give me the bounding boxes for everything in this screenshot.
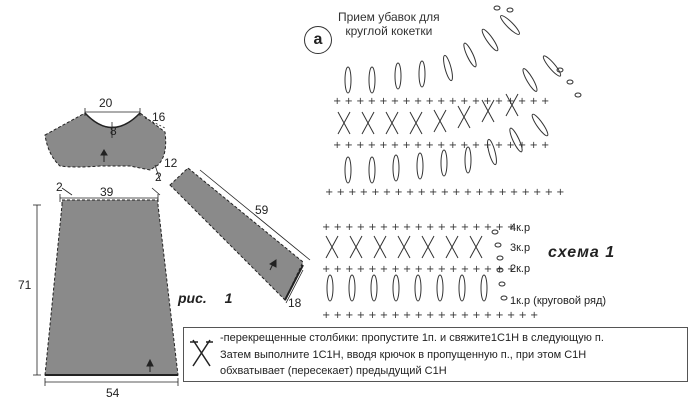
scheme-a-chart: + + + + + + + + + + + + + + + + + + + + … <box>325 5 582 198</box>
direction-arrows <box>100 149 277 372</box>
legend-line-2: Затем выполните 1С1Н, вводя крючок в про… <box>220 349 587 361</box>
svg-text:+ + + + + + + + + + + + + + +: + + + + + + + + + + + + + + + + + + + <box>333 140 549 151</box>
scheme-1-chain-edge <box>491 229 508 301</box>
svg-text:+ + + + + + + + + + + + + + +: + + + + + + + + + + + + + + + + + + + + … <box>325 187 565 198</box>
neck-width-value: 20 <box>99 96 113 110</box>
scheme-a-badge: a <box>304 26 332 54</box>
oval-row-top <box>344 15 562 94</box>
sleeve-length-value: 59 <box>255 203 269 217</box>
svg-text:+ + + + + + + + + + + + + + +: + + + + + + + + + + + + + + + + + <box>322 264 515 275</box>
figure-caption-number: 1 <box>224 290 233 306</box>
yoke-shape <box>44 112 167 171</box>
svg-text:+ + + + + + + + + + + + + + +: + + + + + + + + + + + + + + + + + + + <box>322 310 538 321</box>
scheme-a-title-line1: Прием убавок для <box>338 10 440 24</box>
hem-width-value: 54 <box>106 386 120 400</box>
scheme-1-chart: + + + + + + + + + + + + + + + + + + + + … <box>322 222 538 321</box>
legend-line-3: обхватывает (пересекает) предыдущий С1Н <box>220 365 447 377</box>
row-label-4: 4к.р <box>510 222 531 234</box>
chest-width-value: 39 <box>100 185 114 199</box>
shoulder-value: 12 <box>164 156 178 170</box>
sleeve-cuff-line <box>284 264 304 301</box>
svg-text:+ + + + + + + + + + + + + + +: + + + + + + + + + + + + + + + + + <box>322 222 515 233</box>
plus-row-1: + + + + + + + + + + + + + + + + + + + + … <box>325 96 565 198</box>
neck-depth-value: 8 <box>110 124 117 138</box>
body-shape <box>44 199 179 376</box>
sleeve-shape <box>169 167 304 301</box>
legend-line-1: -перекрещенные столбики: пропустите 1п. … <box>220 332 604 344</box>
scheme-1-ovals <box>326 274 488 302</box>
figure-caption: рис. 1 <box>178 290 232 306</box>
scheme-a-title: Прием убавок для круглой кокетки <box>338 10 440 38</box>
figure-caption-prefix: рис. <box>178 290 207 306</box>
sleeve-width-value: 18 <box>288 296 302 310</box>
legend-box: -перекрещенные столбики: пропустите 1п. … <box>183 327 688 382</box>
row-label-2: 2к.р <box>510 263 531 275</box>
svg-text:+ + + + + + + + + + + + + + +: + + + + + + + + + + + + + + + + + + + <box>333 96 549 107</box>
scheme-a-title-line2: круглой кокетки <box>345 24 433 38</box>
row-label-3: 3к.р <box>510 242 531 254</box>
cross-row <box>337 93 519 135</box>
row-label-1: 1к.р (круговой ряд) <box>510 295 607 307</box>
armhole-left-value: 2 <box>56 180 63 194</box>
yoke-depth-value: 16 <box>152 110 166 124</box>
armhole-right-value: 2 <box>155 170 162 184</box>
dimension-lines <box>33 108 311 386</box>
scheme-1-title: схема 1 <box>548 244 616 261</box>
length-value: 71 <box>18 278 32 292</box>
oval-row-bottom <box>344 113 549 184</box>
chain-edge <box>493 5 582 98</box>
crossed-stitch-icon <box>190 339 213 367</box>
